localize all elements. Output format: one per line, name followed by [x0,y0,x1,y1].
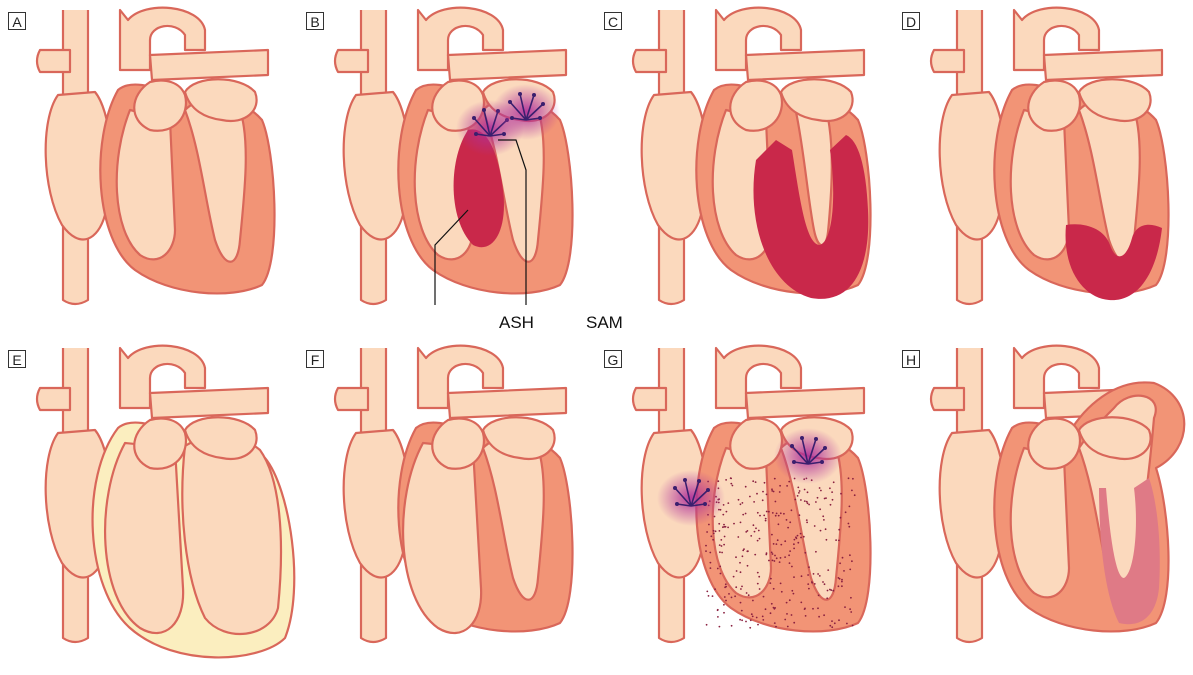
heart-panel: F [298,338,596,675]
pulmonary-artery [448,50,566,80]
heart-panel: C [596,0,894,337]
panel-label: A [8,12,26,30]
heart-diagram [596,0,894,337]
panel-label: B [306,12,324,30]
heart-panel: E [0,338,298,675]
heart-diagram [298,338,596,675]
pulmonary-artery [150,50,268,80]
pulmonary-vein-left [37,388,70,410]
pulmonary-vein-left [931,388,964,410]
mitral-jet [492,84,560,140]
right-atrium-top [134,419,186,469]
heart-diagram [894,338,1192,675]
pulmonary-artery [448,388,566,418]
panel-label: D [902,12,920,30]
pulmonary-artery [150,388,268,418]
panel-label: C [604,12,622,30]
pulmonary-vein-left [335,50,368,72]
right-atrium-top [1028,81,1080,131]
heart-diagram [894,0,1192,337]
panel-label: E [8,350,26,368]
pulmonary-vein-left [37,50,70,72]
right-ventricle-cavity [403,443,481,633]
annotation-sam: SAM [586,313,623,333]
pulmonary-vein-left [335,388,368,410]
heart-panel: G [596,338,894,675]
pulmonary-artery [746,50,864,80]
heart-diagram [298,0,596,337]
heart-diagram [0,0,298,337]
heart-diagram [596,338,894,675]
right-atrium-top [1028,419,1080,469]
pulmonary-vein-left [633,50,666,72]
tricuspid-jet [657,470,725,526]
heart-panel: A [0,0,298,337]
annotation-ash: ASH [499,313,534,333]
panel-label: F [306,350,324,368]
right-atrium-top [134,81,186,131]
heart-panel: H [894,338,1192,675]
panel-label: G [604,350,622,368]
mitral-jet [774,428,842,484]
right-atrium-top [730,419,782,469]
pulmonary-artery [1044,50,1162,80]
right-atrium-top [730,81,782,131]
heart-panel: D [894,0,1192,337]
pulmonary-vein-left [931,50,964,72]
pulmonary-vein-left [633,388,666,410]
heart-panel: B [298,0,596,337]
right-atrium-top [432,419,484,469]
heart-diagram [0,338,298,675]
pulmonary-artery [746,388,864,418]
panel-label: H [902,350,920,368]
